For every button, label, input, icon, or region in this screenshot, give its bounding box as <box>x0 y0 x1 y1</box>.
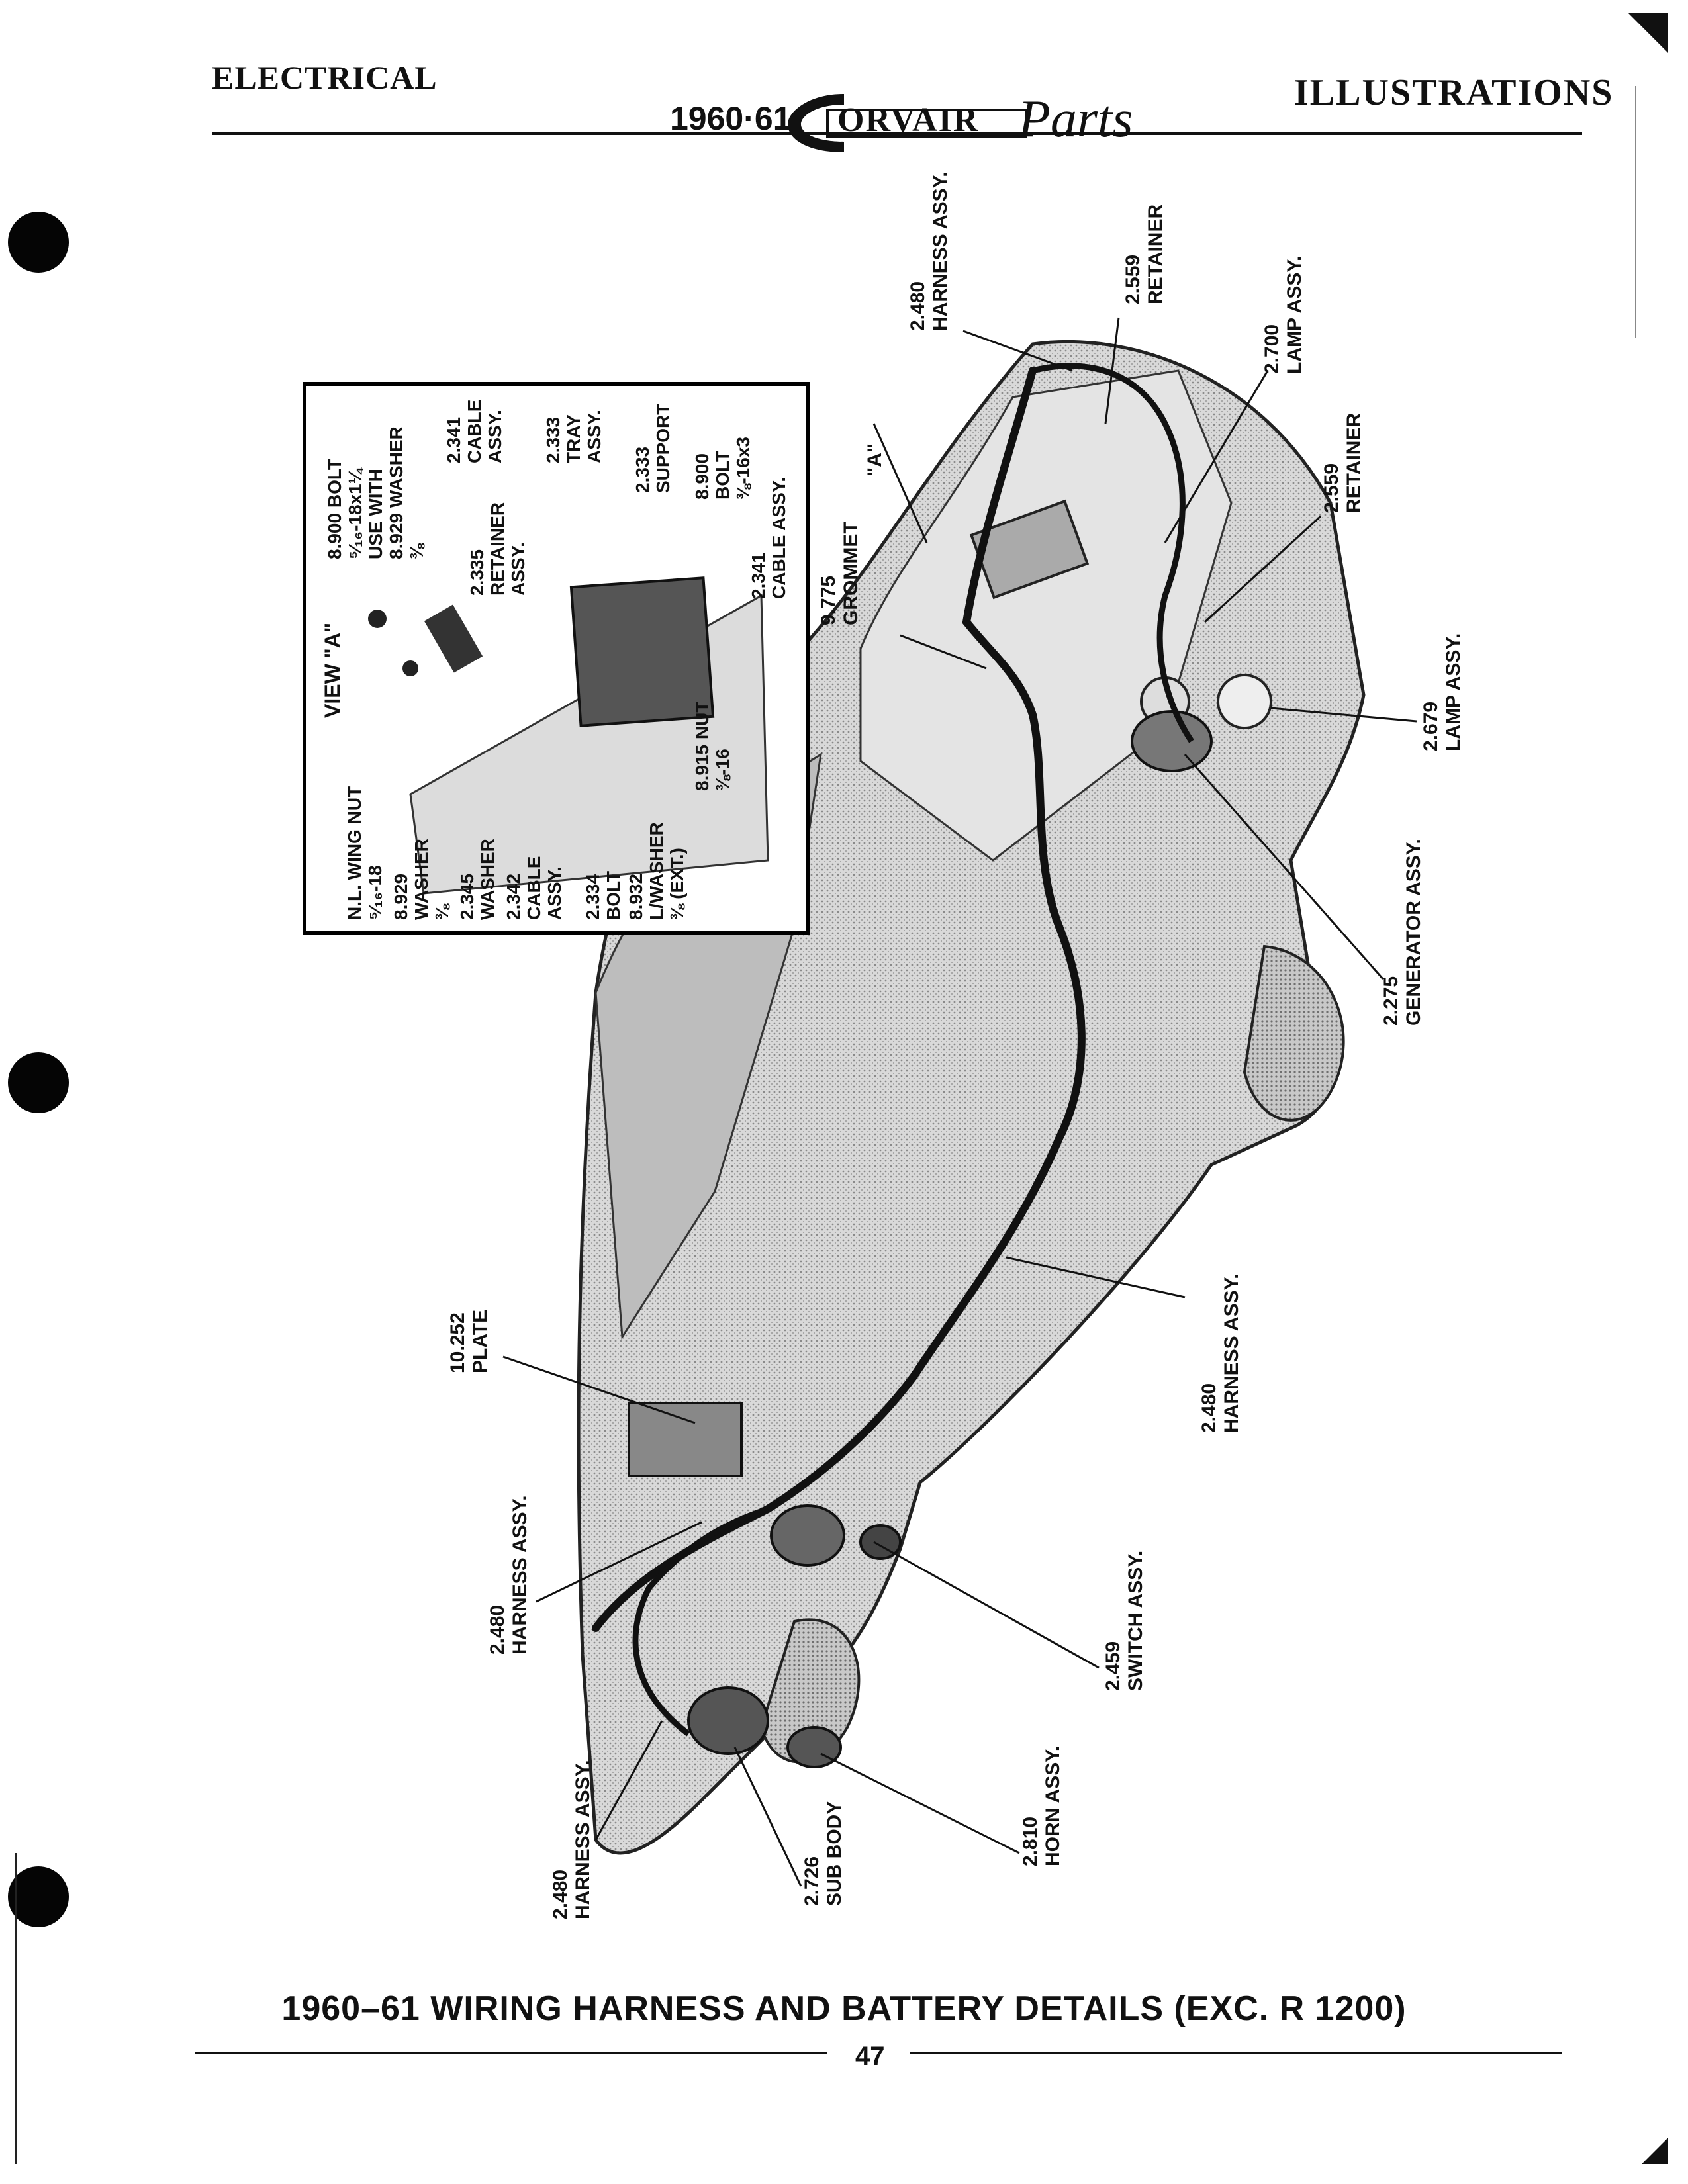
inset-title: VIEW "A" <box>320 622 344 718</box>
right-edge-line <box>1635 86 1636 338</box>
header-section: ELECTRICAL <box>212 59 438 96</box>
punch-hole-middle <box>8 1052 69 1113</box>
punch-hole-top <box>8 212 69 273</box>
callout-view-a: "A" <box>864 443 886 477</box>
header-brand-script: Parts <box>1018 90 1133 148</box>
corvair-c-logo-icon <box>788 94 1027 152</box>
punch-hole-bottom <box>8 1866 69 1927</box>
corner-mark-bottom <box>1642 2138 1668 2164</box>
corvair-logo <box>781 86 1046 159</box>
corner-mark-top <box>1628 13 1668 53</box>
left-edge-line <box>15 1853 17 2164</box>
page-number: 47 <box>855 2042 885 2071</box>
header-year: 1960·61 <box>670 100 792 137</box>
footer-rule-left <box>195 2052 827 2054</box>
header-rule <box>212 132 1582 135</box>
footer-rule-right <box>910 2052 1562 2054</box>
header-category: ILLUSTRATIONS <box>1294 72 1614 113</box>
figure-caption: 1960–61 WIRING HARNESS AND BATTERY DETAI… <box>281 1989 1407 2028</box>
